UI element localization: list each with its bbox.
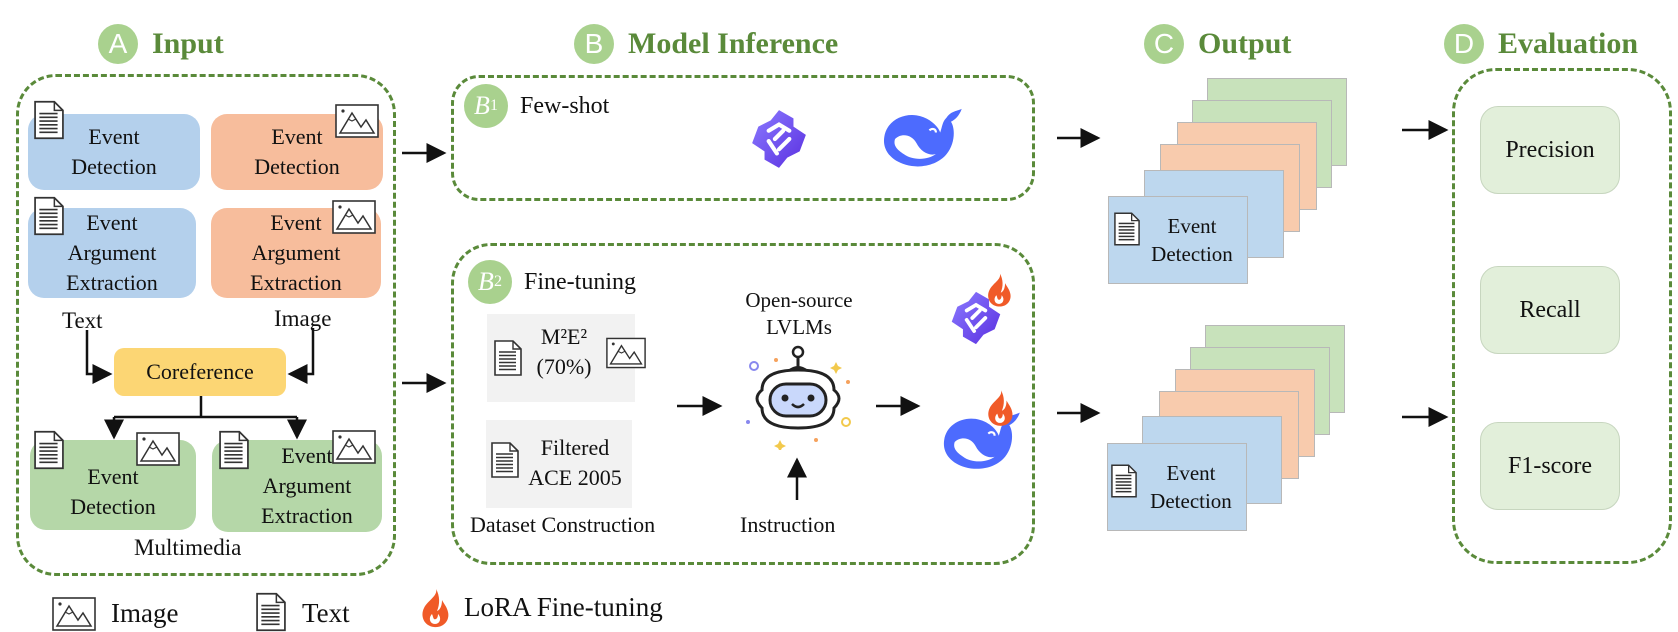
legend-image-icon [52,597,96,631]
dataset-ace2005-label: Filtered ACE 2005 [528,435,622,490]
metric-recall: Recall [1480,266,1620,354]
legend-image-label: Image [111,598,179,628]
section-output-title: C Output [1144,24,1291,64]
output-card-event-detection: Event Detection [1108,196,1248,284]
metric-precision: Precision [1480,106,1620,194]
coreference-box: Coreference [114,348,286,396]
section-badge: D [1444,24,1484,64]
few-shot-panel [451,75,1035,201]
instruction-label: Instruction [740,512,836,537]
text-event-detection-tile: Event Detection [28,114,200,190]
image-modality-label: Image [274,306,332,331]
dataset-m2e2-label: M²E² (70%) [536,324,592,379]
legend-lora-label: LoRA Fine-tuning [464,592,663,622]
section-input-title: A Input [98,24,224,64]
evaluation-panel [1452,68,1672,564]
section-badge: B [574,24,614,64]
few-shot-title: Few-shot [520,92,610,119]
section-badge: A [98,24,138,64]
section-badge: C [1144,24,1184,64]
dataset-construction-caption: Dataset Construction [470,512,656,537]
section-title-text: Output [1198,27,1292,60]
fine-tuning-panel [451,243,1035,565]
legend-text-icon [256,592,286,632]
input-panel [16,74,396,576]
section-title-text: Model Inference [628,27,839,60]
section-evaluation-title: D Evaluation [1444,24,1638,64]
text-to-coreference-arrow [85,330,113,384]
robot-lvlm-icon [746,345,851,450]
section-title-text: Input [152,27,224,60]
open-source-lvlms-label: Open-source LVLMs [745,288,853,339]
legend-lora-flame-icon [420,588,450,628]
legend-text-label: Text [302,598,350,628]
fine-tuning-title: Fine-tuning [524,268,636,295]
image-to-coreference-arrow [287,328,315,384]
metric-f1-score: F1-score [1480,422,1620,510]
section-inference-title: B Model Inference [574,24,838,64]
section-title-text: Evaluation [1498,27,1639,60]
text-modality-label: Text [62,308,103,333]
multimedia-label: Multimedia [134,535,242,560]
